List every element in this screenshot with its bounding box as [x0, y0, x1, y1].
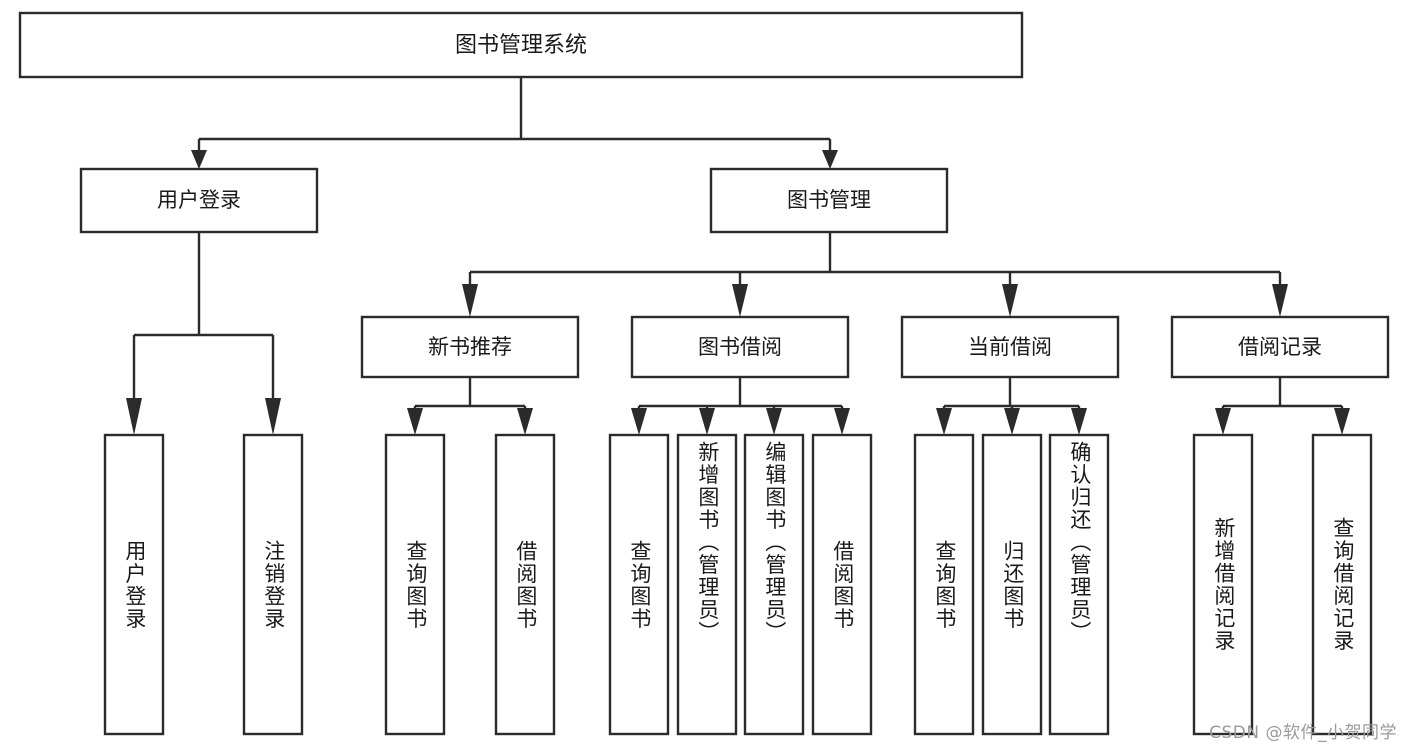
arrowhead-borrow-leaf-1: [631, 408, 647, 435]
node-label-book-borrow: 图书借阅: [698, 335, 782, 359]
node-box-root[interactable]: [18, 11, 1024, 79]
leaf-box-current-1[interactable]: [913, 433, 975, 736]
node-layer: 图书管理系统 用户登录 图书管理 新书推荐 图书借阅 当前借阅 借阅记录: [18, 11, 1390, 736]
arrowhead-leaf-user-login: [126, 398, 142, 435]
node-box-borrow-record[interactable]: [1170, 315, 1390, 379]
leaf-box-borrow-3[interactable]: [743, 433, 805, 736]
node-label-borrow-record: 借阅记录: [1238, 335, 1322, 359]
leaf-box-borrow-4[interactable]: [811, 433, 873, 736]
node-label-new-book-recommend: 新书推荐: [428, 335, 512, 359]
arrowhead-record-leaf-2: [1334, 408, 1350, 435]
arrowhead-recommend-leaf-1: [407, 408, 423, 435]
node-label-book-manage: 图书管理: [787, 188, 871, 212]
arrowhead-new-book-recommend: [462, 284, 478, 317]
leaf-box-recommend-1[interactable]: [384, 433, 446, 736]
node-box-new-book-recommend[interactable]: [360, 315, 580, 379]
leaf-box-borrow-2[interactable]: [676, 433, 738, 736]
arrowhead-book-borrow: [732, 284, 748, 317]
arrowhead-record-leaf-1: [1215, 408, 1231, 435]
leaf-box-record-1[interactable]: [1192, 433, 1254, 736]
node-box-book-manage[interactable]: [709, 167, 949, 234]
arrowhead-borrow-leaf-2: [699, 408, 715, 435]
arrowhead-user-login: [191, 150, 207, 169]
leaf-box-current-2[interactable]: [981, 433, 1043, 736]
node-box-current-borrow[interactable]: [900, 315, 1120, 379]
node-label-user-login: 用户登录: [157, 188, 241, 212]
arrowhead-leaf-logout: [265, 398, 281, 435]
leaf-box-recommend-2[interactable]: [494, 433, 556, 736]
node-box-user-login[interactable]: [79, 167, 319, 234]
leaf-box-current-3[interactable]: [1048, 433, 1110, 736]
node-label-root: 图书管理系统: [455, 33, 587, 58]
leaf-box-record-2[interactable]: [1311, 433, 1373, 736]
arrowhead-current-leaf-3: [1071, 408, 1087, 435]
arrowhead-borrow-record: [1272, 284, 1288, 317]
arrowhead-book-manage: [822, 150, 838, 169]
leaf-box-borrow-1[interactable]: [608, 433, 670, 736]
arrowhead-borrow-leaf-4: [834, 408, 850, 435]
connector-layer: [126, 77, 1350, 435]
leaf-box-user-login-2[interactable]: [242, 433, 304, 736]
arrowhead-current-leaf-1: [936, 408, 952, 435]
leaf-box-user-login-1[interactable]: [103, 433, 165, 736]
csdn-watermark: CSDN @软件_小贺同学: [1209, 723, 1397, 743]
arrowhead-borrow-leaf-3: [766, 408, 782, 435]
arrowhead-recommend-leaf-2: [517, 408, 533, 435]
arrowhead-current-leaf-2: [1004, 408, 1020, 435]
node-box-book-borrow[interactable]: [630, 315, 850, 379]
node-label-current-borrow: 当前借阅: [968, 335, 1052, 359]
arrowhead-current-borrow: [1002, 284, 1018, 317]
